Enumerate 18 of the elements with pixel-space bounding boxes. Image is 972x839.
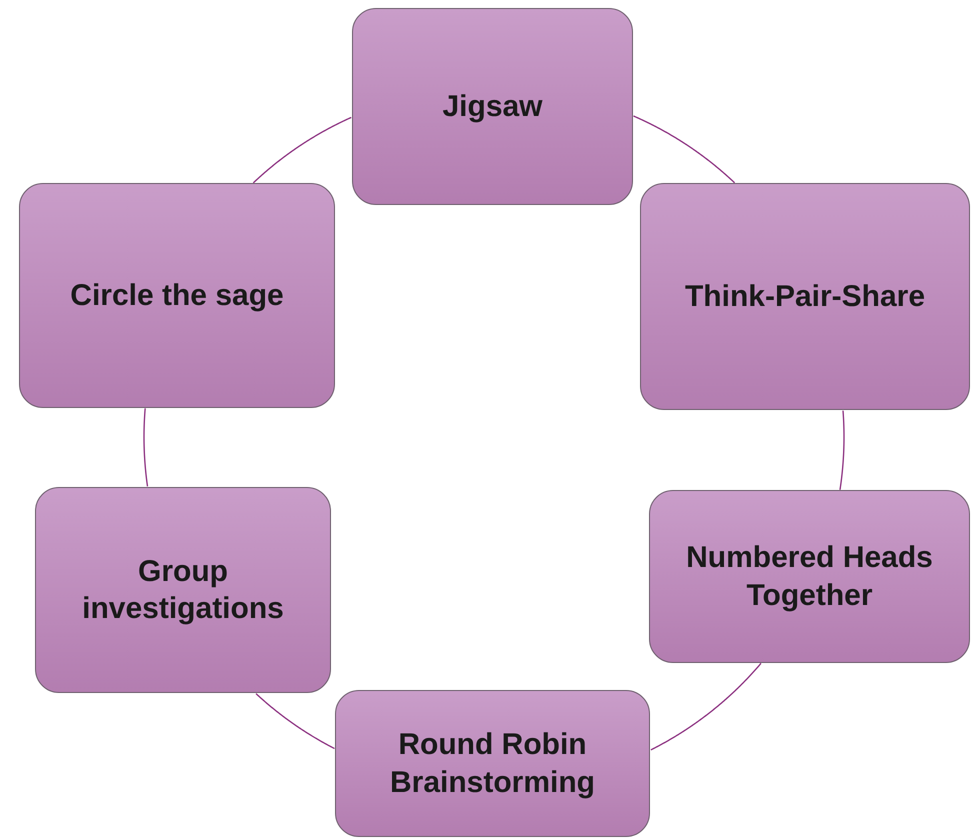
rounded-box [335, 690, 650, 837]
connector-arc [839, 410, 845, 490]
node-label: Circle the sage [70, 278, 284, 314]
node-label: Jigsaw [442, 88, 543, 125]
rounded-box [640, 183, 970, 410]
connector-arc [650, 662, 762, 750]
connector-arc [633, 115, 736, 184]
rounded-box [35, 487, 331, 693]
rounded-box [352, 8, 633, 205]
node-label: Group investigations [81, 554, 285, 627]
rounded-box [19, 183, 335, 408]
connector-arc [252, 116, 352, 184]
connector-arc [256, 693, 335, 750]
connector-arc [143, 408, 148, 486]
node-label: Round Robin Brainstorming [388, 727, 596, 800]
node-label: Think-Pair-Share [684, 278, 926, 315]
node-label: Numbered Heads Together [685, 540, 934, 614]
rounded-box [649, 490, 970, 663]
